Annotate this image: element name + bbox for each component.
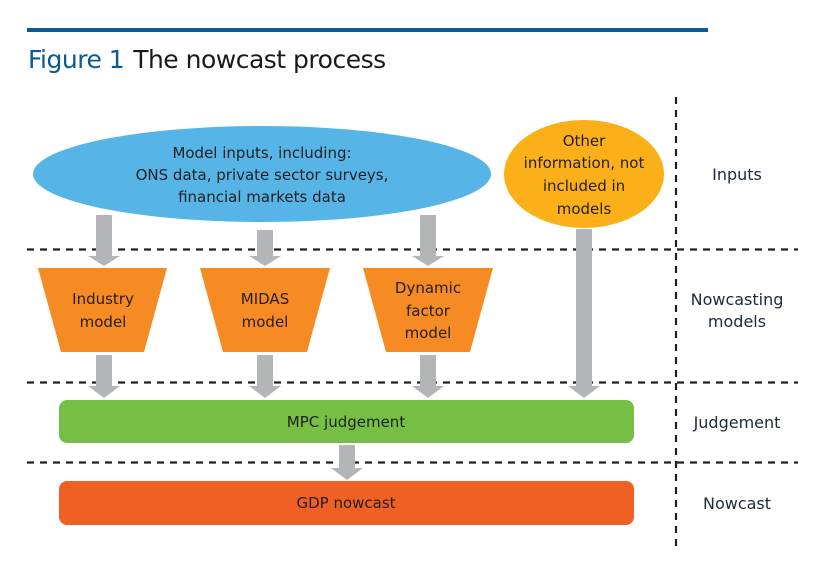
arrow-inputs-to-dfm [412,215,444,266]
midas-model-node: MIDAS model [200,268,330,352]
arrow-judgement-to-nowcast [331,445,363,480]
figure-title: Figure 1 The nowcast process [28,45,386,74]
row-label-nowcast: Nowcast [703,494,771,513]
gdp-nowcast-box [59,481,634,525]
midas-model-line-2: model [242,313,289,331]
industry-model-line-1: Industry [72,290,134,308]
dfm-model-line-2: factor [406,302,451,320]
mpc-judgement-node: MPC judgement [59,400,634,443]
midas-model-line-1: MIDAS [241,290,289,308]
row-label-judgement: Judgement [693,413,781,432]
gdp-nowcast-node: GDP nowcast [59,481,634,525]
industry-model-line-2: model [80,313,127,331]
row-separators [27,97,798,546]
dfm-model-node: Dynamic factor model [363,268,493,352]
dfm-model-trapezoid [363,268,493,352]
other-info-line-3: included in [543,177,625,195]
other-info-line-4: models [557,200,612,218]
industry-model-trapezoid [38,268,167,352]
other-info-line-1: Other [563,132,606,150]
dfm-model-line-3: model [405,324,452,342]
row-label-models-line-1: Nowcasting [691,290,784,309]
row-labels: Inputs Nowcasting models Judgement Nowca… [691,165,784,513]
row-label-inputs: Inputs [712,165,762,184]
arrow-industry-to-judgement [88,355,120,398]
model-inputs-line-3: financial markets data [178,188,346,206]
arrow-midas-to-judgement [249,355,281,398]
mpc-judgement-box [59,400,634,443]
figure-title-text: The nowcast process [133,45,386,74]
top-rule [27,28,708,32]
industry-model-node: Industry model [38,268,167,352]
figure-number: Figure 1 [28,45,125,74]
arrows [88,215,600,480]
arrow-inputs-to-midas [249,230,281,266]
model-inputs-ellipse [33,126,491,222]
model-inputs-line-1: Model inputs, including: [172,144,351,162]
gdp-nowcast-label: GDP nowcast [296,494,395,512]
dfm-model-line-1: Dynamic [395,279,461,297]
other-info-line-2: information, not [524,154,645,172]
other-info-node: Other information, not included in model… [504,120,664,228]
other-info-ellipse [504,120,664,228]
mpc-judgement-label: MPC judgement [287,413,406,431]
arrow-dfm-to-judgement [412,355,444,398]
model-inputs-node: Model inputs, including: ONS data, priva… [33,126,491,222]
model-inputs-line-2: ONS data, private sector surveys, [136,166,389,184]
row-label-models-line-2: models [708,312,766,331]
midas-model-trapezoid [200,268,330,352]
arrow-inputs-to-industry [88,215,120,266]
arrow-other-to-judgement [568,229,600,398]
